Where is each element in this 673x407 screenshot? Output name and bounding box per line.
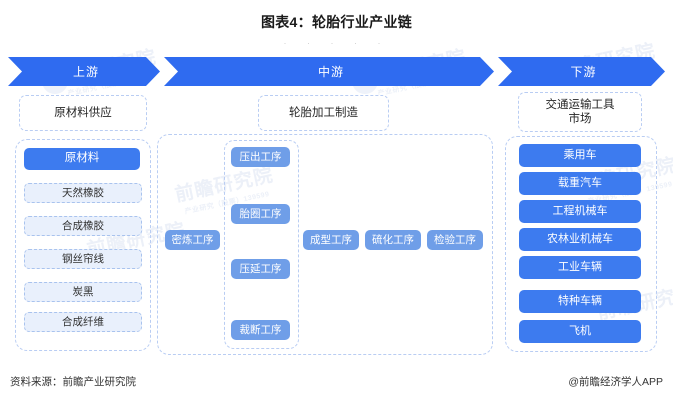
midstream-vertical-process-1[interactable]: 胎圈工序 — [231, 204, 290, 224]
header-box-downstream: 交通运输工具 市场 — [518, 92, 642, 132]
upstream-item-0[interactable]: 天然橡胶 — [24, 183, 142, 203]
container-midstream-vertical-processes — [224, 140, 299, 349]
downstream-item-6[interactable]: 飞机 — [519, 320, 641, 343]
upstream-group-title[interactable]: 原材料 — [24, 148, 140, 170]
header-box-upstream: 原材料供应 — [19, 95, 147, 131]
band-label-midstream: 中游 — [317, 65, 344, 79]
upstream-item-4[interactable]: 合成纤维 — [24, 312, 142, 332]
footer-account: @前瞻经济学人APP — [568, 376, 663, 388]
value-chain-band: 上游 中游 下游 — [8, 57, 665, 86]
band-segment-upstream[interactable]: 上游 — [8, 57, 160, 86]
downstream-item-0[interactable]: 乘用车 — [519, 144, 641, 167]
band-label-upstream: 上游 — [72, 65, 99, 79]
midstream-later-process-0[interactable]: 成型工序 — [303, 230, 359, 250]
midstream-vertical-process-3[interactable]: 裁断工序 — [231, 320, 290, 340]
subtitle-dots: · · · · · — [283, 38, 390, 48]
band-segment-downstream[interactable]: 下游 — [498, 57, 665, 86]
header-box-downstream-line2: 市场 — [568, 113, 592, 125]
midstream-process-milling[interactable]: 密炼工序 — [165, 230, 220, 250]
footer-source: 资料来源：前瞻产业研究院 — [10, 376, 136, 388]
band-label-downstream: 下游 — [570, 65, 597, 79]
midstream-vertical-process-0[interactable]: 压出工序 — [231, 147, 290, 167]
header-box-midstream: 轮胎加工制造 — [258, 95, 389, 131]
upstream-item-2[interactable]: 钢丝帘线 — [24, 249, 142, 269]
container-midstream — [157, 134, 493, 355]
downstream-item-5[interactable]: 特种车辆 — [519, 290, 641, 313]
header-box-downstream-line1: 交通运输工具 — [545, 98, 615, 111]
midstream-later-process-1[interactable]: 硫化工序 — [365, 230, 421, 250]
page-title: 图表4：轮胎行业产业链 — [260, 14, 413, 30]
downstream-item-4[interactable]: 工业车辆 — [519, 256, 641, 279]
band-segment-midstream[interactable]: 中游 — [164, 57, 494, 86]
container-downstream — [505, 136, 657, 352]
downstream-item-1[interactable]: 载重汽车 — [519, 172, 641, 195]
midstream-later-process-2[interactable]: 检验工序 — [427, 230, 483, 250]
upstream-item-3[interactable]: 炭黑 — [24, 282, 142, 302]
midstream-vertical-process-2[interactable]: 压延工序 — [231, 259, 290, 279]
downstream-item-3[interactable]: 农林业机械车 — [519, 228, 641, 251]
container-upstream — [15, 139, 151, 351]
upstream-item-1[interactable]: 合成橡胶 — [24, 216, 142, 236]
downstream-item-2[interactable]: 工程机械车 — [519, 200, 641, 223]
